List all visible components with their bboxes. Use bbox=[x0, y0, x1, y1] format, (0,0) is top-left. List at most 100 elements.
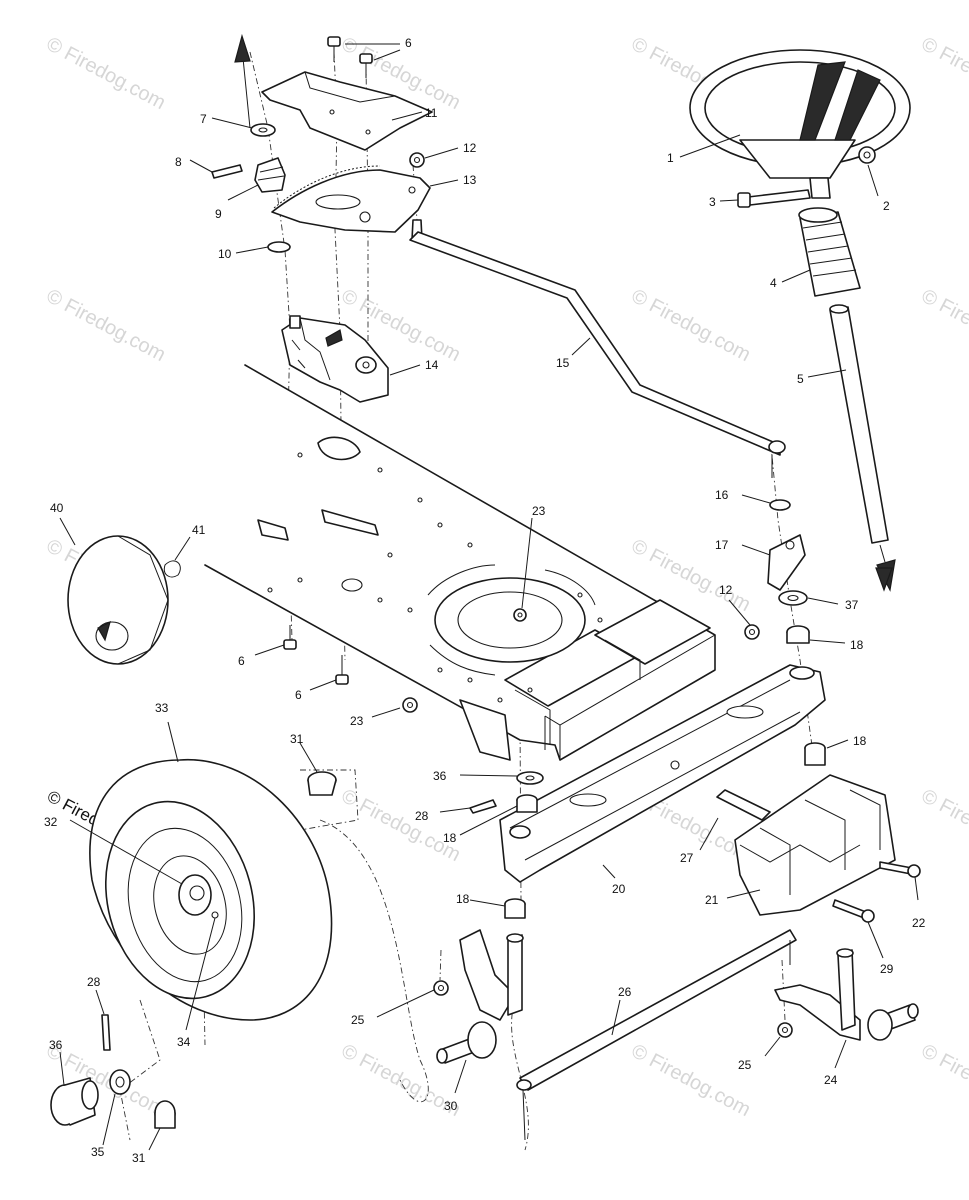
tie-rod bbox=[516, 929, 797, 1141]
callout-16: 16 bbox=[715, 488, 729, 502]
callout-1: 1 bbox=[667, 151, 674, 165]
axle-bracket bbox=[734, 774, 896, 916]
callout-28b: 28 bbox=[87, 975, 101, 989]
watermark: © Firedog.com bbox=[43, 285, 169, 366]
callout-34: 34 bbox=[177, 1035, 191, 1049]
callout-10: 10 bbox=[218, 247, 232, 261]
bushing-31-upper bbox=[307, 771, 337, 796]
callout-36b: 36 bbox=[49, 1038, 63, 1052]
callout-17: 17 bbox=[715, 538, 729, 552]
callout-29: 29 bbox=[880, 962, 894, 976]
callout-18d: 18 bbox=[456, 892, 470, 906]
nut-25-left bbox=[433, 980, 449, 996]
callout-12a: 12 bbox=[463, 141, 477, 155]
callout-8: 8 bbox=[175, 155, 182, 169]
callout-41: 41 bbox=[192, 523, 206, 537]
callout-18b: 18 bbox=[853, 734, 867, 748]
watermark: © Firedog.com bbox=[918, 285, 969, 366]
watermark: © Firedog.com bbox=[918, 1040, 969, 1121]
callout-6a: 6 bbox=[405, 36, 412, 50]
callout-27: 27 bbox=[680, 851, 694, 865]
bushing-31-lower bbox=[154, 1100, 176, 1129]
bolt-22 bbox=[879, 861, 921, 878]
watermark: © Firedog.com bbox=[43, 33, 169, 114]
pin-8 bbox=[211, 164, 243, 179]
callout-6c: 6 bbox=[295, 688, 302, 702]
watermark: © Firedog.com bbox=[628, 285, 754, 366]
callout-22: 22 bbox=[912, 916, 926, 930]
nut-23-center bbox=[513, 608, 527, 622]
front-tire bbox=[89, 759, 333, 1021]
callout-24: 24 bbox=[824, 1073, 838, 1087]
assembly-arrow-bottom bbox=[875, 567, 893, 592]
clip-10 bbox=[267, 241, 291, 253]
callout-15: 15 bbox=[556, 356, 570, 370]
frame-holes bbox=[267, 452, 603, 703]
frame-screw-6a bbox=[283, 625, 297, 650]
clip-41 bbox=[163, 560, 181, 578]
callout-23b: 23 bbox=[350, 714, 364, 728]
sector-gear bbox=[271, 165, 431, 233]
callout-13: 13 bbox=[463, 173, 477, 187]
key-27 bbox=[716, 789, 771, 821]
steering-wheel bbox=[689, 49, 911, 199]
callout-31a: 31 bbox=[290, 732, 304, 746]
watermark: © Firedog.com bbox=[628, 1040, 754, 1121]
wheel-nut bbox=[858, 146, 876, 164]
bushing-18-lower bbox=[504, 898, 526, 919]
nut-23-lower bbox=[402, 697, 418, 713]
callout-23a: 23 bbox=[532, 504, 546, 518]
chassis-frame bbox=[204, 364, 716, 761]
spindle-left bbox=[436, 929, 524, 1064]
leader-lines bbox=[59, 43, 919, 1151]
watermark: © Firedog.com bbox=[918, 785, 969, 866]
cotter-pin-28-center bbox=[469, 799, 497, 814]
bolt-29 bbox=[832, 899, 875, 923]
callout-18c: 18 bbox=[443, 831, 457, 845]
steering-shaft bbox=[829, 304, 896, 592]
callouts: 1 2 3 4 5 6 6 6 7 8 9 10 11 12 12 13 14 … bbox=[44, 36, 926, 1165]
nut-25-right bbox=[777, 1022, 793, 1038]
callout-25b: 25 bbox=[738, 1058, 752, 1072]
callout-12b: 12 bbox=[719, 583, 733, 597]
axle-support bbox=[499, 664, 826, 883]
callout-5: 5 bbox=[797, 372, 804, 386]
callout-36a: 36 bbox=[433, 769, 447, 783]
callout-2: 2 bbox=[883, 199, 890, 213]
callout-7: 7 bbox=[200, 112, 207, 126]
bushing-18-right bbox=[804, 742, 826, 766]
nut-12-top bbox=[409, 152, 425, 168]
callout-40: 40 bbox=[50, 501, 64, 515]
callout-14: 14 bbox=[425, 358, 439, 372]
upper-bracket-plate bbox=[261, 71, 433, 151]
callout-33: 33 bbox=[155, 701, 169, 715]
callout-6b: 6 bbox=[238, 654, 245, 668]
bushing-18-upper bbox=[786, 625, 810, 644]
wheel-bolt bbox=[737, 189, 811, 208]
washer-35 bbox=[109, 1069, 131, 1095]
callout-30: 30 bbox=[444, 1099, 458, 1113]
watermark: © Firedog.com bbox=[918, 33, 969, 114]
callout-37: 37 bbox=[845, 598, 859, 612]
spindle-right bbox=[774, 948, 919, 1041]
callout-31b: 31 bbox=[132, 1151, 146, 1165]
frame-screw-6b bbox=[335, 655, 349, 685]
callout-20: 20 bbox=[612, 882, 626, 896]
callout-3: 3 bbox=[709, 195, 716, 209]
steering-boot bbox=[798, 207, 861, 297]
nut-12-lower bbox=[744, 624, 760, 640]
bushing-18-center bbox=[516, 794, 538, 813]
gear-support-bracket bbox=[281, 315, 389, 403]
callout-4: 4 bbox=[770, 276, 777, 290]
washer-7 bbox=[250, 123, 276, 137]
hub-36-lower bbox=[50, 1077, 99, 1126]
callout-25a: 25 bbox=[351, 1013, 365, 1027]
callout-35: 35 bbox=[91, 1145, 105, 1159]
cotter-pin-28-lower bbox=[101, 1014, 111, 1051]
callout-21: 21 bbox=[705, 893, 719, 907]
callout-11: 11 bbox=[425, 106, 438, 120]
washer-16 bbox=[769, 499, 791, 511]
washer-36-center bbox=[516, 771, 544, 785]
callout-18a: 18 bbox=[850, 638, 864, 652]
